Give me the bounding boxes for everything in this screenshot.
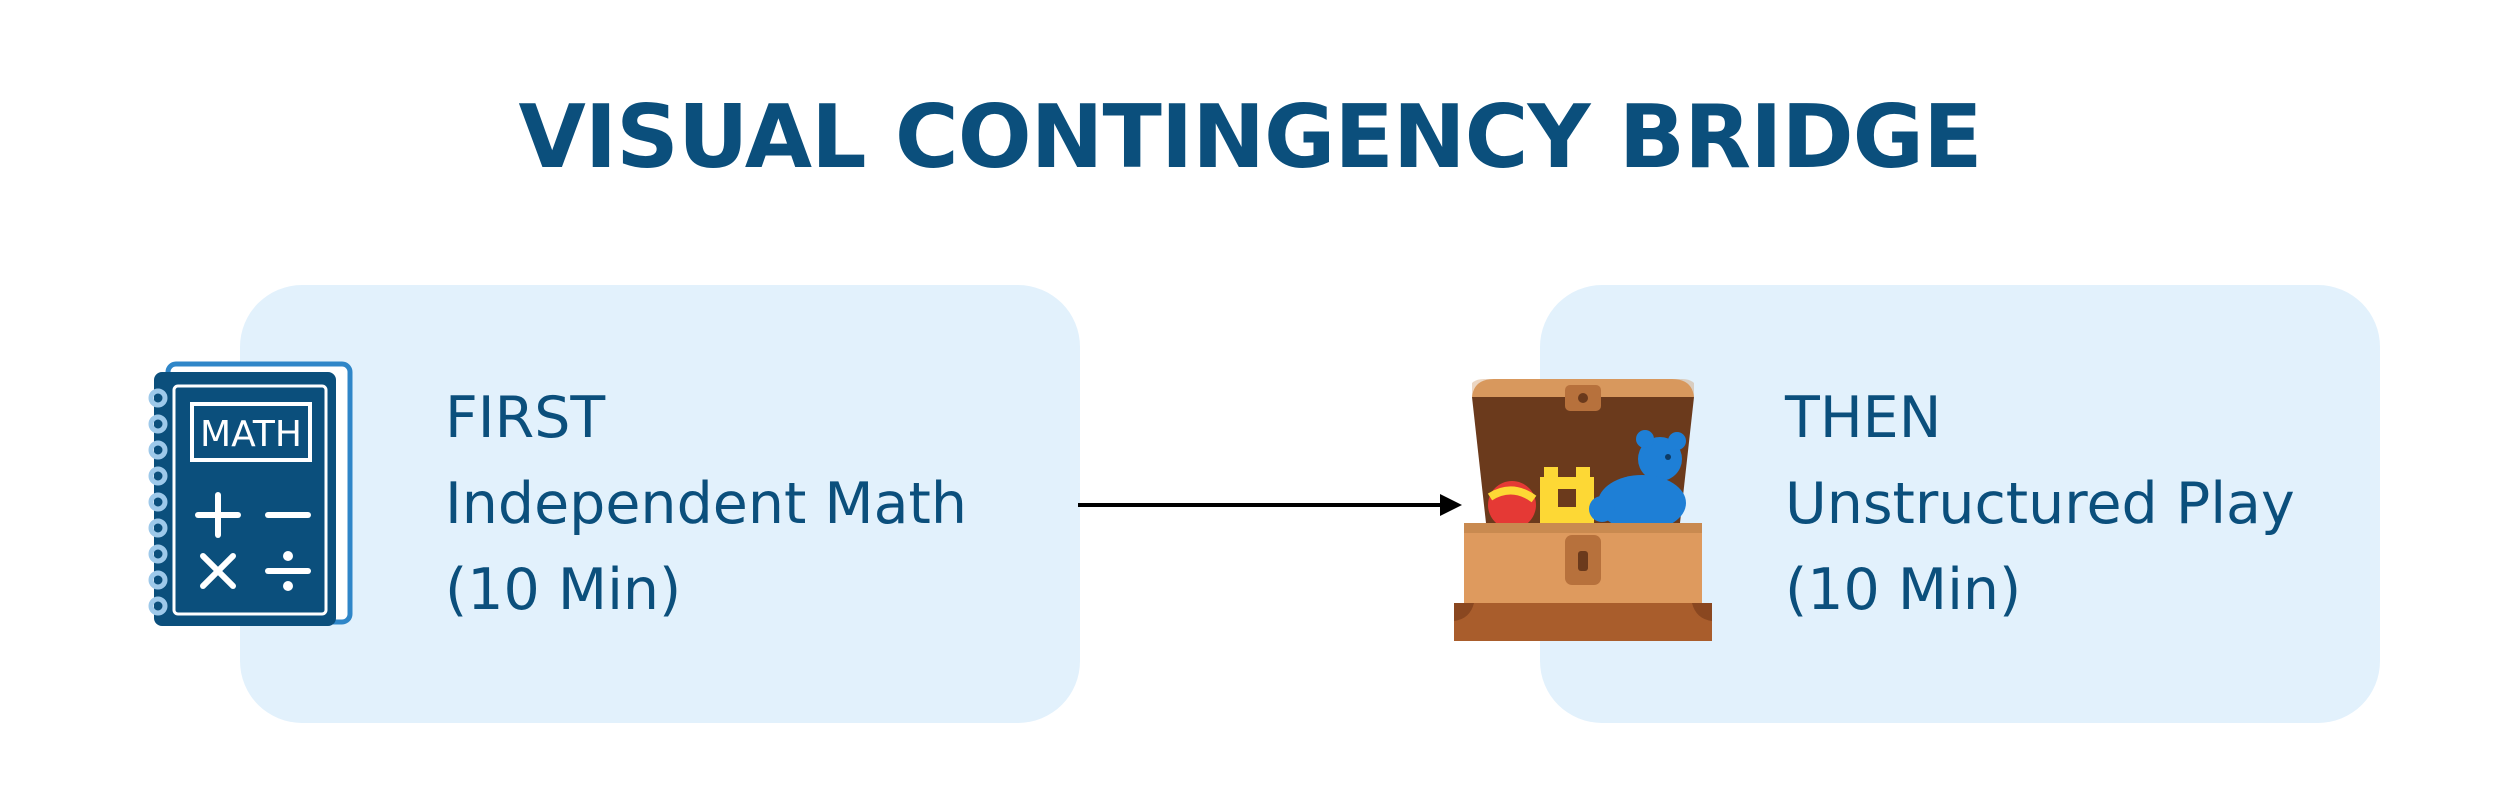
first-label: FIRST [445,385,606,451]
then-activity: Unstructured Play [1785,471,2295,537]
math-notebook-icon: MATH [128,358,356,628]
first-activity: Independent Math [445,471,967,537]
arrow-connector [1078,494,1462,516]
then-duration: (10 Min) [1785,557,2022,623]
first-duration: (10 Min) [445,557,682,623]
then-text-block: THEN Unstructured Play (10 Min) [1785,375,2295,633]
first-card [240,285,1080,723]
toy-chest-icon [1452,373,1714,641]
then-label: THEN [1785,385,1942,451]
diagram-title: VISUAL CONTINGENCY BRIDGE [518,86,1982,188]
first-text-block: FIRST Independent Math (10 Min) [445,375,967,633]
svg-text:MATH: MATH [200,414,302,455]
